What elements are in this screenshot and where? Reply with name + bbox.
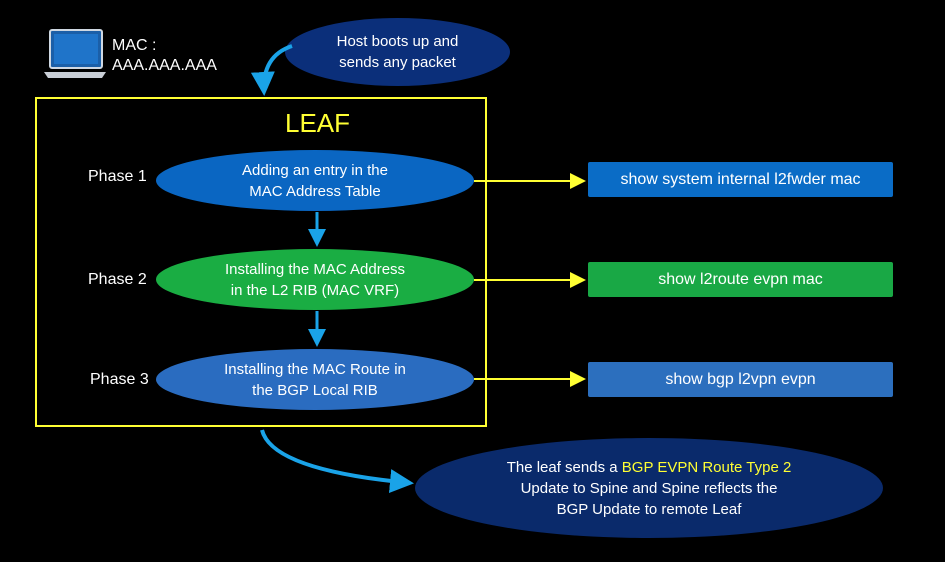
- phase2-label: Phase 2: [88, 271, 147, 288]
- leaf-to-final-arrow: [260, 429, 414, 494]
- mac-value: AAA.AAA.AAA: [112, 57, 217, 74]
- phase2-line1: Installing the MAC Address: [224, 260, 406, 278]
- final-highlight: BGP EVPN Route Type 2: [621, 458, 792, 476]
- command-box-phase2: show l2route evpn mac: [588, 262, 893, 297]
- phase3-line2: the BGP Local RIB: [252, 381, 378, 399]
- command-box-phase3: show bgp l2vpn evpn: [588, 362, 893, 397]
- command-box-phase1: show system internal l2fwder mac: [588, 162, 893, 197]
- host-to-leaf-arrow: [250, 44, 293, 96]
- leaf-title: LEAF: [284, 108, 351, 138]
- phase3-label: Phase 3: [90, 371, 149, 388]
- phase1-line1: Adding an entry in the: [242, 161, 388, 179]
- final-update-bubble: The leaf sends a BGP EVPN Route Type 2 U…: [415, 438, 883, 538]
- phase3-line1: Installing the MAC Route in: [224, 360, 406, 378]
- mac-caption: MAC :: [112, 37, 157, 54]
- phase1-oval: Adding an entry in the MAC Address Table: [156, 150, 474, 211]
- leaf-box: [35, 97, 487, 427]
- phase2-line2: in the L2 RIB (MAC VRF): [230, 281, 400, 299]
- host-boots-line1: Host boots up and: [336, 33, 459, 50]
- phase3-oval: Installing the MAC Route in the BGP Loca…: [156, 349, 474, 410]
- phase2-oval: Installing the MAC Address in the L2 RIB…: [156, 249, 474, 310]
- final-line3: BGP Update to remote Leaf: [556, 500, 742, 518]
- phase1-label: Phase 1: [88, 168, 147, 185]
- laptop-icon: [44, 29, 106, 78]
- final-line2: Update to Spine and Spine reflects the: [520, 479, 778, 497]
- phase1-line2: MAC Address Table: [249, 182, 381, 200]
- host-boots-line2: sends any packet: [339, 54, 456, 71]
- host-mac-label: MAC : AAA.AAA.AAA: [112, 36, 217, 76]
- final-line1: The leaf sends a BGP EVPN Route Type 2: [506, 458, 792, 476]
- host-boots-bubble: Host boots up and sends any packet: [285, 18, 510, 86]
